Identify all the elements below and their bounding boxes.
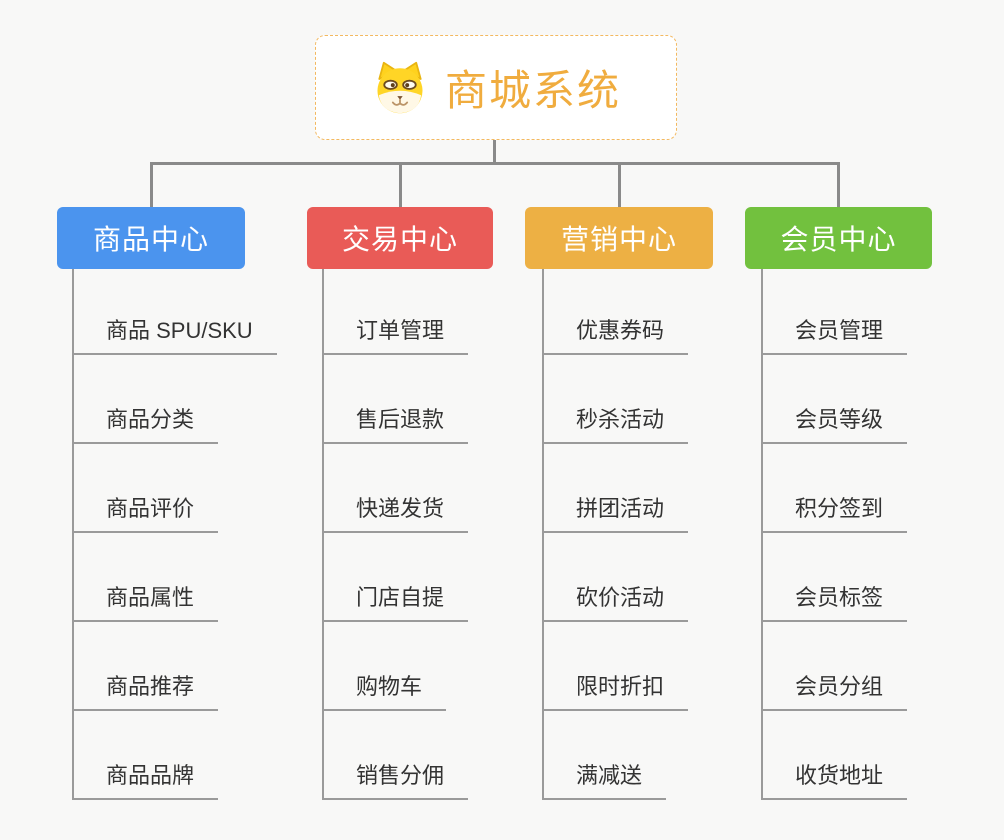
- leaf-item[interactable]: 会员分组: [761, 666, 908, 711]
- root-node-mall-system[interactable]: 商城系统: [315, 35, 677, 140]
- connector-drop-trade: [399, 162, 402, 208]
- connector-root-stub: [493, 140, 496, 165]
- leaf-item[interactable]: 收货地址: [761, 755, 908, 800]
- leaf-item[interactable]: 购物车: [322, 666, 447, 711]
- leaf-item[interactable]: 销售分佣: [322, 755, 469, 800]
- root-title: 商城系统: [444, 67, 621, 114]
- leaf-item[interactable]: 商品推荐: [72, 666, 219, 711]
- leaf-item[interactable]: 商品分类: [72, 399, 219, 444]
- connector-drop-product: [150, 162, 153, 208]
- leaf-item[interactable]: 限时折扣: [542, 666, 689, 711]
- leaf-item[interactable]: 订单管理: [322, 310, 469, 355]
- branch-marketing-center[interactable]: 营销中心: [525, 207, 713, 269]
- leaf-item[interactable]: 商品 SPU/SKU: [72, 310, 277, 355]
- connector-drop-member: [837, 162, 840, 208]
- leaf-item[interactable]: 门店自提: [322, 577, 469, 622]
- leaf-item[interactable]: 商品品牌: [72, 755, 219, 800]
- spine-member-center: [761, 269, 763, 800]
- dog-face-icon: [377, 61, 423, 113]
- spine-marketing-center: [542, 269, 544, 800]
- spine-trade-center: [322, 269, 324, 800]
- leaf-item[interactable]: 秒杀活动: [542, 399, 689, 444]
- leaf-item[interactable]: 售后退款: [322, 399, 469, 444]
- connector-drop-marketing: [618, 162, 621, 208]
- leaf-item[interactable]: 会员管理: [761, 310, 908, 355]
- spine-product-center: [72, 269, 74, 800]
- leaf-item[interactable]: 拼团活动: [542, 488, 689, 533]
- branch-trade-center[interactable]: 交易中心: [307, 207, 493, 269]
- leaf-item[interactable]: 积分签到: [761, 488, 908, 533]
- leaf-item[interactable]: 商品评价: [72, 488, 219, 533]
- leaf-item[interactable]: 商品属性: [72, 577, 219, 622]
- branch-member-center[interactable]: 会员中心: [745, 207, 932, 269]
- connector-bus: [150, 162, 840, 165]
- leaf-item[interactable]: 砍价活动: [542, 577, 689, 622]
- leaf-item[interactable]: 快递发货: [322, 488, 469, 533]
- branch-product-center[interactable]: 商品中心: [57, 207, 245, 269]
- leaf-item[interactable]: 满减送: [542, 755, 667, 800]
- leaf-item[interactable]: 会员等级: [761, 399, 908, 444]
- leaf-item[interactable]: 会员标签: [761, 577, 908, 622]
- leaf-item[interactable]: 优惠券码: [542, 310, 689, 355]
